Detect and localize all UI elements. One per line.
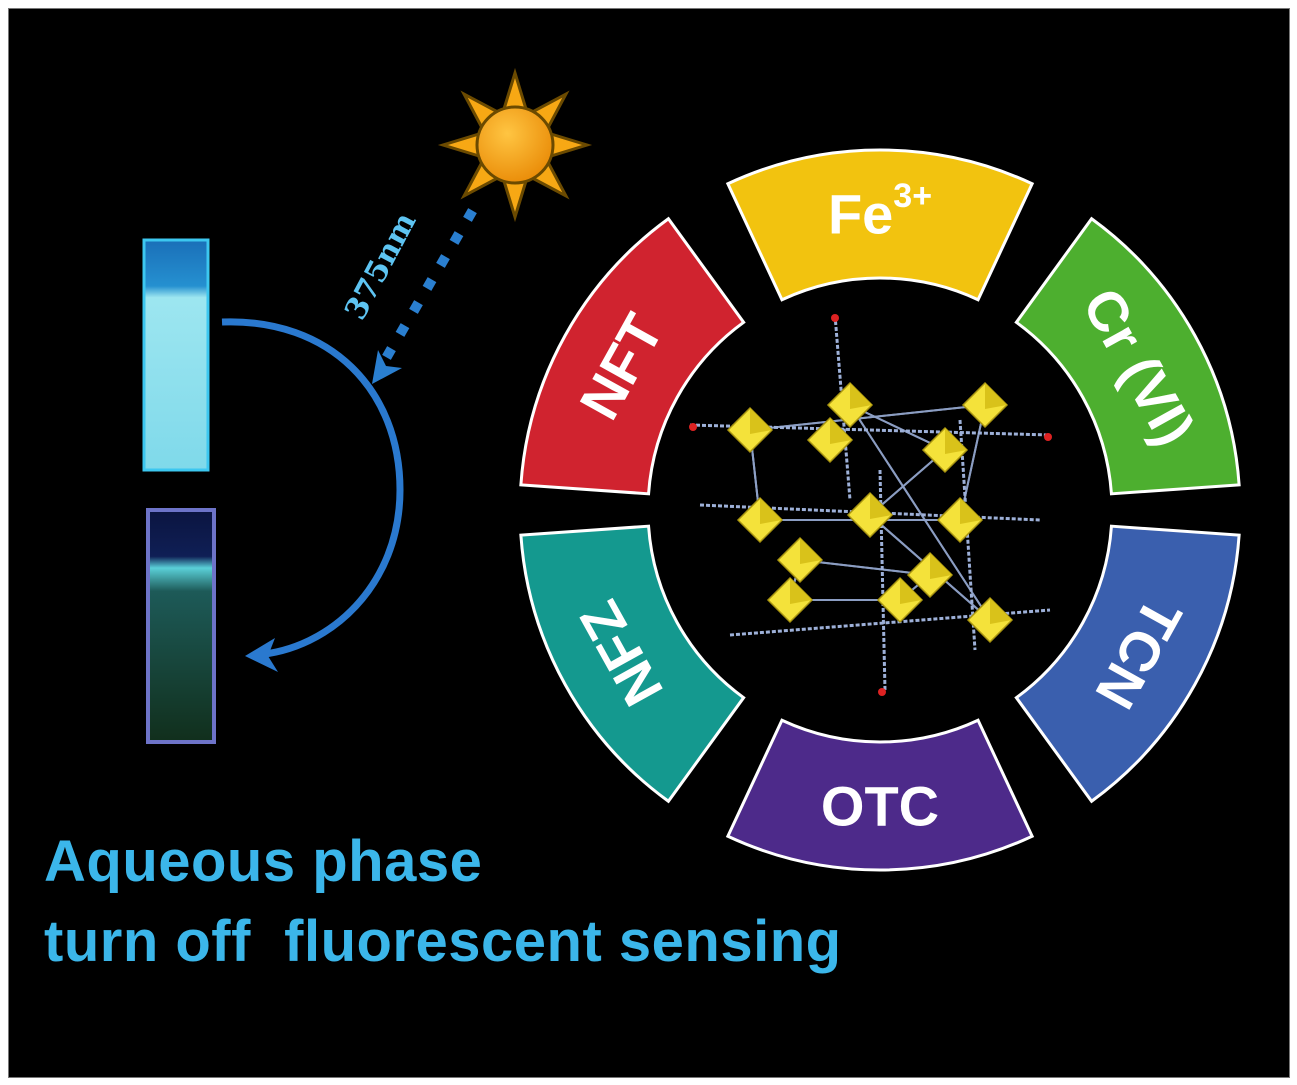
oxygen-atom — [689, 423, 697, 431]
sun-icon — [437, 67, 593, 223]
caption-line-1: Aqueous phase — [44, 829, 483, 894]
polyhedron-face — [945, 428, 967, 454]
cuvette-fluorescent — [142, 238, 210, 472]
polyhedron-face — [870, 493, 892, 519]
segment-superscript: 3+ — [893, 177, 932, 215]
quench-arrow — [221, 318, 404, 672]
oxygen-atom — [831, 314, 839, 322]
beam-dot — [409, 300, 423, 314]
segment-label: Fe3+ — [828, 177, 932, 246]
polyhedron-face — [830, 418, 852, 444]
ring-segment-nfz: NFZ — [519, 524, 746, 804]
beam-arrowhead-icon — [372, 350, 402, 384]
mof-linker — [749, 404, 986, 431]
analyte-ring: Fe3+ Cr (VI) TCN OTC NFZ NFT — [519, 148, 1241, 872]
polyhedron-face — [760, 498, 782, 524]
excitation-beam — [382, 208, 477, 360]
polyhedron-face — [930, 553, 952, 579]
sun-ray — [501, 67, 529, 111]
cuvette-quenched — [146, 508, 216, 744]
polyhedron-face — [900, 578, 922, 604]
polyhedron-face — [750, 408, 772, 434]
mof-linker — [849, 404, 991, 621]
ring-segment-otc: OTC — [725, 718, 1035, 872]
polyhedron-face — [985, 383, 1007, 409]
beam-dot — [422, 277, 437, 291]
mof-crystal-structure — [689, 314, 1052, 696]
sun-ray — [501, 179, 529, 223]
polyhedron-face — [990, 598, 1012, 624]
ring-segment-tcn: TCN — [1014, 524, 1241, 804]
oxygen-atom — [878, 688, 886, 696]
sun-ray — [549, 131, 593, 159]
beam-dot — [395, 323, 410, 337]
oxygen-atom — [1044, 433, 1052, 441]
ring-segment-nft: NFT — [519, 216, 746, 496]
caption-line-2: turn off fluorescent sensing — [44, 909, 842, 974]
sun-ray — [437, 131, 481, 159]
ring-segment-cr-vi: Cr (VI) — [1014, 216, 1241, 496]
segment-label: OTC — [821, 775, 939, 838]
mof-linker — [849, 404, 946, 451]
mof-linker — [799, 559, 931, 576]
beam-dot — [463, 208, 477, 222]
beam-dot — [382, 346, 396, 360]
polyhedron-face — [960, 498, 982, 524]
polyhedron-face — [800, 538, 822, 564]
beam-dot — [449, 231, 464, 245]
mof-linker — [869, 449, 946, 516]
beam-dot — [436, 254, 450, 268]
ring-segment-fe: Fe3+ — [725, 148, 1035, 302]
polyhedron-face — [790, 578, 812, 604]
polyhedron-face — [850, 383, 872, 409]
